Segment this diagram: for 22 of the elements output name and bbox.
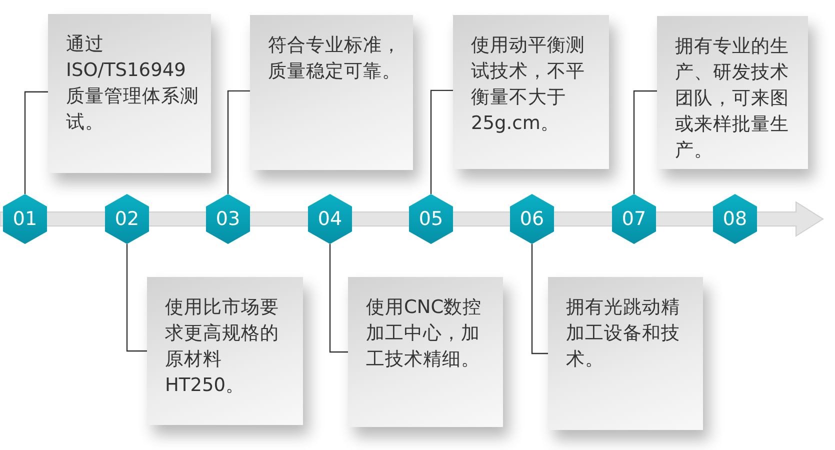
leader-line: [126, 244, 147, 352]
text-card: 通过ISO/TS16949质量管理体系测试。: [48, 14, 211, 173]
text-card: 使用比市场要求更高规格的原材料HT250。: [147, 277, 303, 425]
hexagon-marker: 01: [3, 194, 47, 244]
leader-line: [430, 90, 453, 194]
text-card: 拥有专业的生产、研发技术团队，可来图或来样批量生产。: [657, 16, 808, 169]
leader-line: [24, 91, 48, 194]
text-card: 符合专业标准，质量稳定可靠。: [250, 15, 413, 170]
hexagon-marker: 07: [612, 194, 656, 244]
text-card: 使用动平衡测试技术，不平衡量不大于25g.cm。: [453, 15, 609, 169]
hexagon-marker: 08: [713, 194, 757, 244]
leader-line: [329, 244, 348, 353]
leader-line: [531, 244, 548, 354]
hexagon-marker: 03: [206, 194, 250, 244]
hexagon-marker: 05: [409, 194, 453, 244]
leader-line: [633, 90, 657, 194]
text-card: 拥有光跳动精加工设备和技术。: [548, 277, 703, 430]
hexagon-marker: 06: [510, 194, 554, 244]
hexagon-marker: 02: [105, 194, 149, 244]
hexagon-marker: 04: [308, 194, 352, 244]
text-card: 使用CNC数控加工中心，加工技术精细。: [348, 277, 503, 427]
leader-line: [227, 90, 250, 194]
